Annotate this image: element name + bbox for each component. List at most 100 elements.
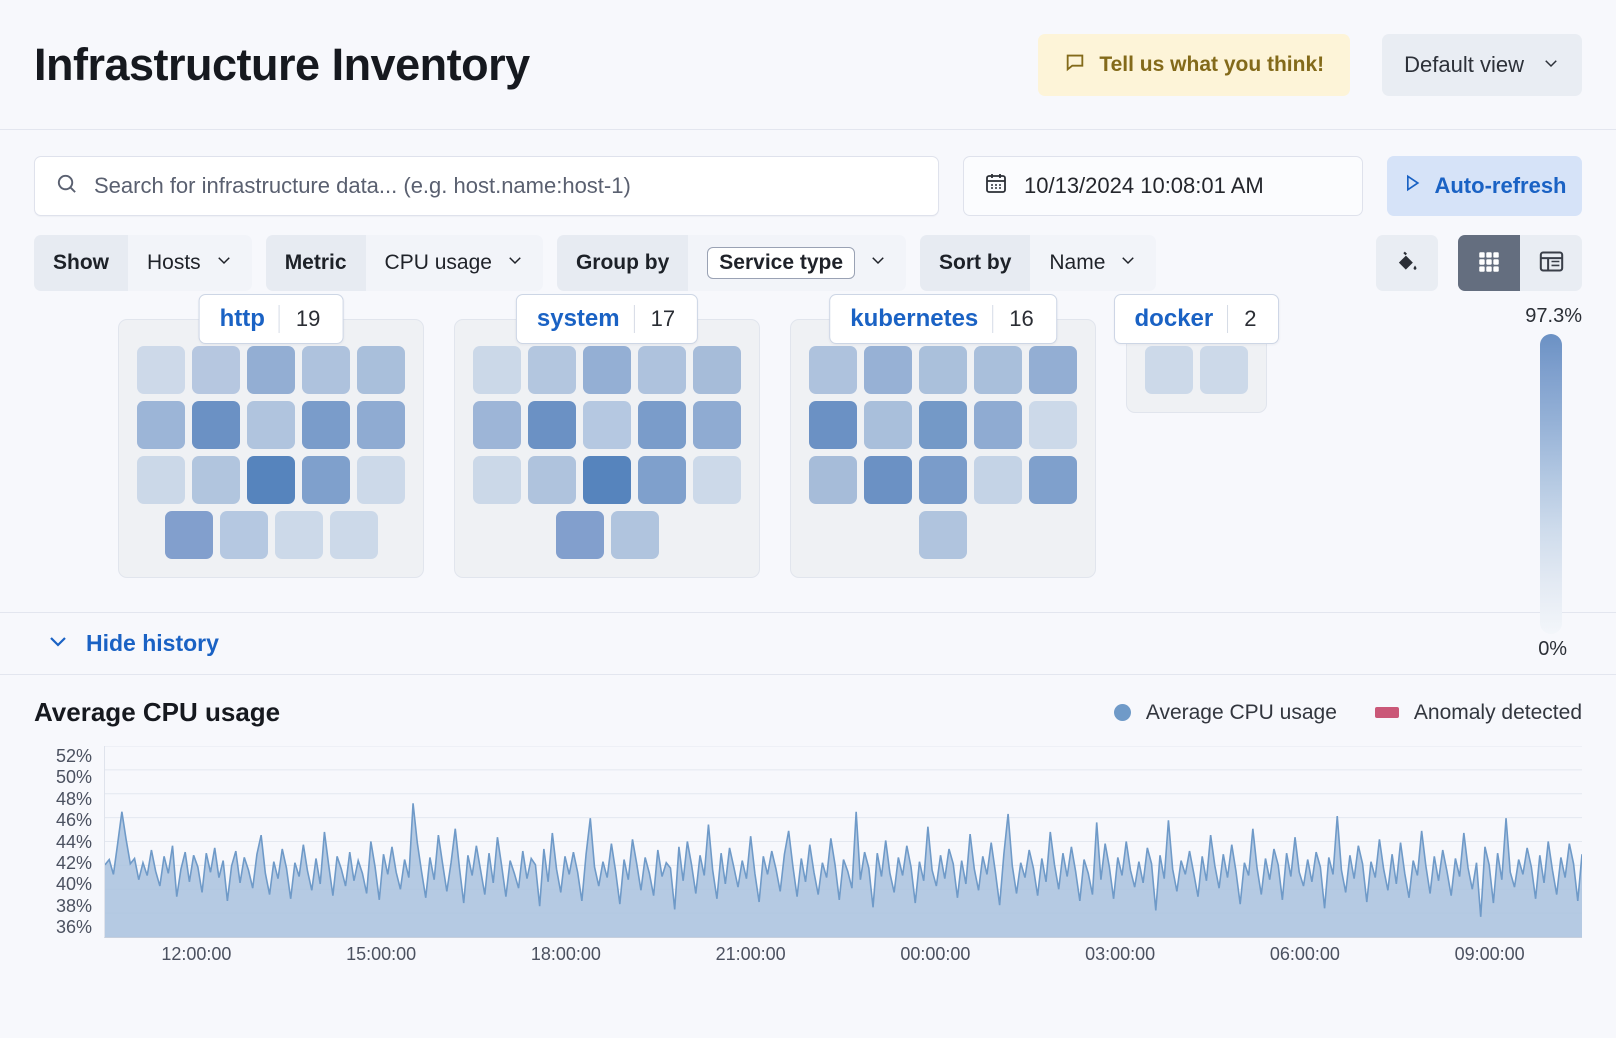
host-tile[interactable] — [583, 346, 631, 394]
chart-plot-area[interactable] — [104, 746, 1582, 938]
host-tile[interactable] — [1145, 346, 1193, 394]
filter-sort-by-value[interactable]: Name — [1030, 235, 1157, 291]
filter-show-value[interactable]: Hosts — [128, 235, 252, 291]
host-tile[interactable] — [219, 511, 268, 559]
filter-group-by-value[interactable]: Service type — [688, 235, 907, 291]
filter-group-by-value-text: Service type — [707, 247, 856, 279]
host-tile[interactable] — [693, 401, 741, 449]
legend-item-anomaly-detected[interactable]: Anomaly detected — [1374, 701, 1582, 725]
host-tile[interactable] — [1029, 401, 1077, 449]
host-tile[interactable] — [329, 511, 378, 559]
search-row: 10/13/2024 10:08:01 AM Auto-refresh — [34, 156, 1582, 216]
host-tile[interactable] — [809, 456, 857, 504]
host-tile[interactable] — [555, 511, 604, 559]
host-tile[interactable] — [137, 401, 185, 449]
host-tile[interactable] — [974, 401, 1022, 449]
host-tile[interactable] — [357, 456, 405, 504]
host-tile[interactable] — [809, 346, 857, 394]
tile-row — [809, 346, 1077, 394]
host-tile[interactable] — [528, 401, 576, 449]
chart-y-axis: 52%50%48%46%44%42%40%38%36% — [34, 746, 92, 938]
host-tile[interactable] — [528, 346, 576, 394]
filter-metric-label: Metric — [265, 235, 366, 291]
host-tile[interactable] — [192, 401, 240, 449]
feedback-button[interactable]: Tell us what you think! — [1038, 33, 1351, 96]
host-tile[interactable] — [302, 456, 350, 504]
date-picker[interactable]: 10/13/2024 10:08:01 AM — [963, 156, 1363, 216]
host-tile[interactable] — [1029, 346, 1077, 394]
search-box[interactable] — [34, 156, 939, 216]
host-tile[interactable] — [1200, 346, 1248, 394]
legend-rect-icon — [1374, 707, 1399, 718]
host-tile[interactable] — [638, 401, 686, 449]
group-tiles — [1126, 319, 1267, 413]
group-name: kubernetes — [850, 305, 979, 332]
group-tiles — [118, 319, 424, 578]
search-input[interactable] — [92, 172, 918, 200]
host-tile[interactable] — [302, 346, 350, 394]
host-tile[interactable] — [192, 456, 240, 504]
host-tile[interactable] — [247, 401, 295, 449]
host-tile[interactable] — [164, 511, 213, 559]
host-tile[interactable] — [137, 346, 185, 394]
host-tile[interactable] — [247, 456, 295, 504]
host-tile[interactable] — [974, 346, 1022, 394]
palette-button[interactable] — [1376, 235, 1438, 291]
host-tile[interactable] — [919, 346, 967, 394]
host-tile[interactable] — [638, 346, 686, 394]
host-tile[interactable] — [919, 456, 967, 504]
host-tile[interactable] — [864, 346, 912, 394]
host-tile[interactable] — [357, 346, 405, 394]
host-tile[interactable] — [583, 456, 631, 504]
host-tile[interactable] — [919, 511, 967, 559]
legend-max-value: 97.3% — [1525, 305, 1582, 327]
host-tile[interactable] — [693, 346, 741, 394]
host-tile[interactable] — [137, 456, 185, 504]
host-tile[interactable] — [192, 346, 240, 394]
filter-row: Show Hosts Metric CPU usage Group by Ser… — [34, 235, 1582, 291]
view-selector[interactable]: Default view — [1382, 33, 1582, 96]
y-tick-label: 40% — [55, 874, 92, 895]
group-separator — [633, 305, 635, 333]
filter-metric: Metric CPU usage — [265, 235, 543, 291]
host-tile[interactable] — [473, 346, 521, 394]
table-view-button[interactable] — [1520, 235, 1582, 291]
tile-row — [809, 401, 1077, 449]
host-tile[interactable] — [1029, 456, 1077, 504]
legend-item-average-cpu-usage[interactable]: Average CPU usage — [1113, 701, 1337, 725]
hide-history-toggle[interactable]: Hide history — [0, 613, 1616, 675]
history-chart-panel: Average CPU usage Average CPU usage Anom… — [0, 675, 1616, 976]
host-tile[interactable] — [357, 401, 405, 449]
host-tile[interactable] — [638, 456, 686, 504]
host-tile[interactable] — [919, 401, 967, 449]
host-tile[interactable] — [610, 511, 659, 559]
host-tile[interactable] — [809, 401, 857, 449]
group-name: http — [219, 305, 265, 332]
host-tile[interactable] — [864, 456, 912, 504]
host-tile[interactable] — [693, 456, 741, 504]
host-tile[interactable] — [473, 456, 521, 504]
filter-metric-value[interactable]: CPU usage — [365, 235, 543, 291]
host-tile[interactable] — [528, 456, 576, 504]
grid-view-button[interactable] — [1458, 235, 1520, 291]
host-tile[interactable] — [302, 401, 350, 449]
tile-row — [919, 511, 967, 559]
host-tile[interactable] — [864, 401, 912, 449]
filter-metric-value-text: CPU usage — [384, 251, 492, 274]
host-tile[interactable] — [274, 511, 323, 559]
host-tile[interactable] — [247, 346, 295, 394]
auto-refresh-button[interactable]: Auto-refresh — [1387, 156, 1582, 216]
filter-show-value-text: Hosts — [147, 251, 201, 274]
host-tile[interactable] — [473, 401, 521, 449]
host-tile[interactable] — [583, 401, 631, 449]
paint-bucket-icon — [1394, 249, 1420, 278]
host-tile[interactable] — [974, 456, 1022, 504]
chevron-down-icon — [1119, 251, 1137, 275]
